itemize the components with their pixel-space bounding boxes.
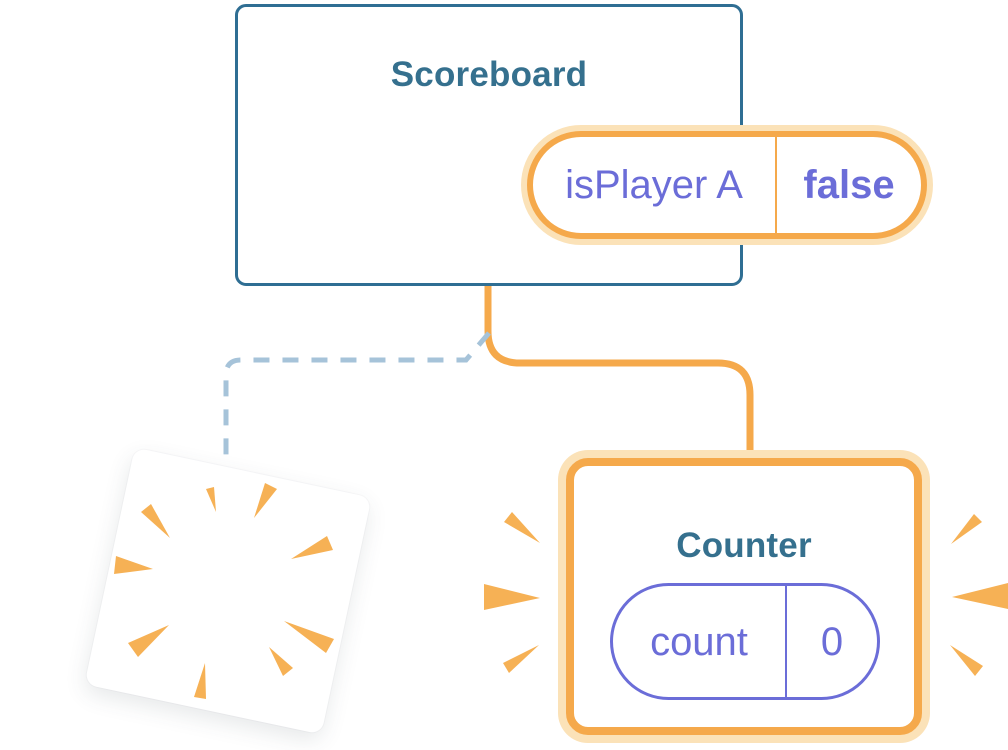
counter-title: Counter — [676, 526, 812, 565]
pill-divider — [785, 586, 787, 697]
destroyed-component-card — [84, 447, 372, 735]
state-value: false — [803, 163, 895, 207]
scoreboard-component-card: Scoreboard isPlayer A false — [235, 4, 927, 286]
state-value: 0 — [820, 619, 844, 664]
pill-divider — [775, 137, 777, 233]
scoreboard-title: Scoreboard — [390, 55, 588, 94]
state-name: isPlayer A — [565, 163, 743, 207]
state-name: count — [650, 619, 748, 664]
scoreboard-state-pill: isPlayer A false — [527, 131, 927, 239]
counter-component-card: Counter count 0 — [566, 458, 922, 735]
connector-solid — [484, 280, 754, 459]
connector-dashed — [223, 331, 491, 459]
counter-state-pill: count 0 — [610, 583, 880, 700]
